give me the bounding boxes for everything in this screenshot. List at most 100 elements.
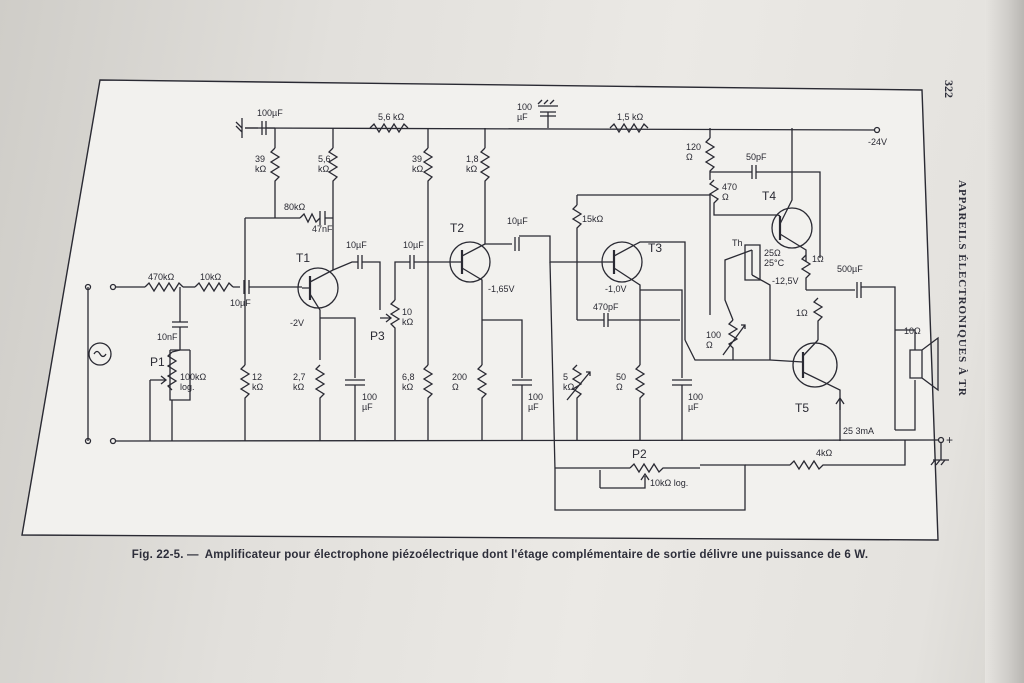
label-v-T3: -1,0V [605, 284, 627, 294]
label-Th: Th [732, 238, 743, 248]
potentiometer-P2 [555, 462, 700, 474]
resistor-12k [239, 364, 251, 441]
label-r-80k: 80kΩ [284, 202, 306, 212]
label-c-10uF-in: 10µF [230, 298, 251, 308]
potentiometer-P3 [389, 299, 401, 441]
resistor-39k-a [269, 147, 281, 218]
resistor-470k [144, 281, 184, 293]
ground-symbol [930, 443, 949, 466]
T2-leads [448, 243, 486, 365]
resistor-4k [745, 440, 906, 471]
figure-caption: Fig. 22-5. — Amplificateur pour électroph… [60, 548, 940, 563]
capacitor-100uF-top-mid [537, 99, 558, 120]
label-r-1ohm-a: 1Ω [812, 254, 824, 264]
label-r-5k6-top: 5,6 kΩ [378, 112, 405, 122]
sine-wave-icon [93, 350, 107, 358]
resistor-39k-b [422, 128, 434, 365]
capacitor-10nF [172, 287, 188, 350]
label-c-50pF: 50pF [746, 152, 767, 162]
capacitor-50pF [710, 165, 821, 258]
T4-leads [777, 128, 807, 262]
transistor-T4-icon [771, 207, 813, 249]
resistor-6k8 [422, 364, 434, 441]
supply-terminal [873, 126, 881, 134]
resistor-50 [634, 364, 646, 441]
resistor-1ohm-a [800, 254, 812, 290]
label-T5: T5 [795, 401, 809, 415]
label-i-25mA: 25 3mA [843, 426, 874, 436]
T5-leads [769, 339, 841, 441]
signal-source-icon [88, 342, 112, 366]
ground-rail [114, 439, 939, 442]
book-spine [985, 0, 1024, 683]
label-plus: + [946, 433, 953, 447]
label-v-T1: -2V [290, 318, 304, 328]
label-c-500uF: 500µF [837, 264, 863, 274]
label-supply: -24V [868, 137, 887, 147]
label-P1: P1 [150, 355, 165, 369]
label-r-4k: 4kΩ [816, 448, 833, 458]
resistor-5k6-top [369, 122, 409, 134]
caption-text: Amplificateur pour électrophone piézoéle… [204, 549, 869, 561]
T1-leads [302, 269, 334, 360]
feedback-loop [554, 464, 746, 511]
label-r-470k: 470kΩ [148, 272, 175, 282]
label-v-12-5: -12,5V [772, 276, 799, 286]
label-v-T2: -1,65V [488, 284, 515, 294]
resistor-120 [704, 128, 716, 180]
capacitor-10uF-a [355, 255, 381, 310]
resistor-10k-input [194, 281, 234, 293]
label-c-470pF: 470pF [593, 302, 619, 312]
label-T3: T3 [648, 241, 662, 255]
resistor-1k5-top [609, 122, 649, 134]
label-c-100uF-top-left: 100µF [257, 108, 283, 118]
capacitor-100uF-a [320, 317, 365, 441]
input-ground-terminal [109, 437, 117, 445]
capacitor-470pF [577, 313, 680, 327]
capacitor-10uF-c [485, 235, 598, 263]
label-r-10ohm: 10Ω [904, 326, 921, 336]
resistor-1k8 [479, 128, 491, 244]
caption-prefix: Fig. 22-5. — [131, 549, 199, 561]
label-r-15k: 15kΩ [582, 214, 604, 224]
label-T1: T1 [296, 251, 310, 265]
feedback-80k-47nF [299, 211, 333, 225]
bias-network-wire [724, 249, 771, 360]
ground-terminal [937, 436, 945, 444]
label-T2: T2 [450, 221, 464, 235]
label-T4: T4 [762, 189, 776, 203]
label-c-10uF-c: 10µF [507, 216, 528, 226]
label-P2: P2 [632, 447, 647, 461]
current-arrow [835, 396, 845, 410]
speaker-icon [909, 336, 939, 392]
label-r-1k5-top: 1,5 kΩ [617, 112, 644, 122]
label-r-1ohm-b: 1Ω [796, 308, 808, 318]
resistor-15k [571, 194, 711, 320]
P1-wiper [149, 375, 168, 441]
capacitor-100uF-b [482, 319, 532, 441]
P3-wiper [380, 313, 393, 323]
capacitor-100uF-top-left [245, 121, 275, 135]
bias-wire-T1 [244, 217, 300, 365]
resistor-5k6-a [327, 128, 339, 270]
resistor-470 [708, 179, 778, 216]
resistor-200 [476, 364, 488, 441]
